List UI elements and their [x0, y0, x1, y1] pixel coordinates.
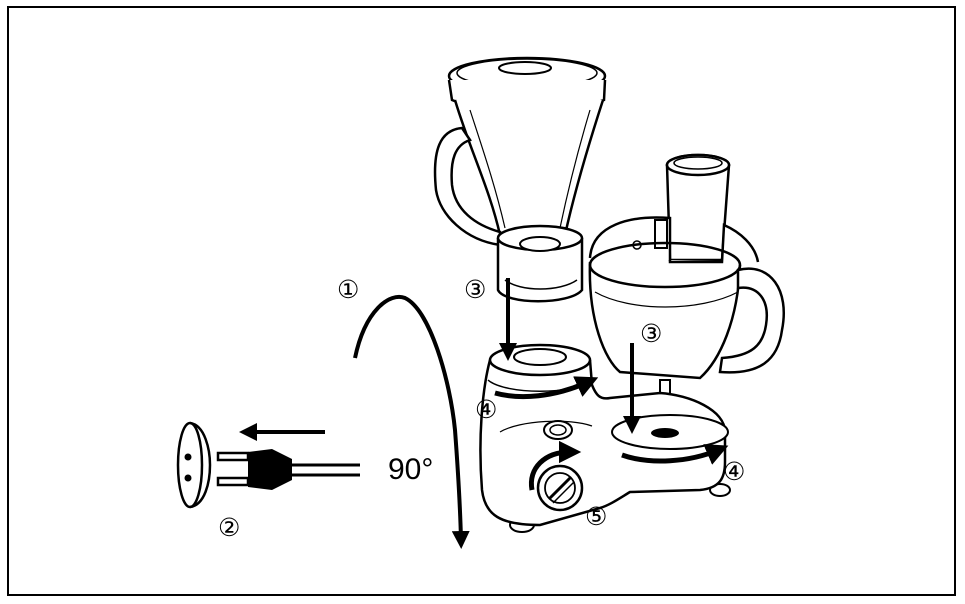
step-3-label-jar: ③	[464, 276, 487, 304]
diagram-frame	[7, 6, 956, 596]
step-1-label: ①	[337, 276, 360, 304]
speed-dial-icon	[536, 464, 584, 512]
lock-jar-arrow	[494, 376, 599, 400]
lock-bowl-arrow	[621, 444, 729, 465]
power-plug-icon	[216, 449, 360, 490]
wall-socket-icon	[176, 421, 212, 509]
food-processor-bowl-icon	[588, 153, 785, 380]
turn-dial-arrow	[528, 440, 582, 491]
step-5-label: ⑤	[585, 503, 608, 531]
tilt-90-arrow	[353, 294, 470, 549]
step-4-label-bowl: ④	[723, 458, 746, 486]
blender-jar-icon	[433, 56, 607, 303]
step-2-label: ②	[218, 514, 241, 542]
step-3-label-bowl: ③	[640, 320, 663, 348]
angle-label: 90°	[388, 453, 434, 486]
step-4-label-jar: ④	[475, 396, 498, 424]
